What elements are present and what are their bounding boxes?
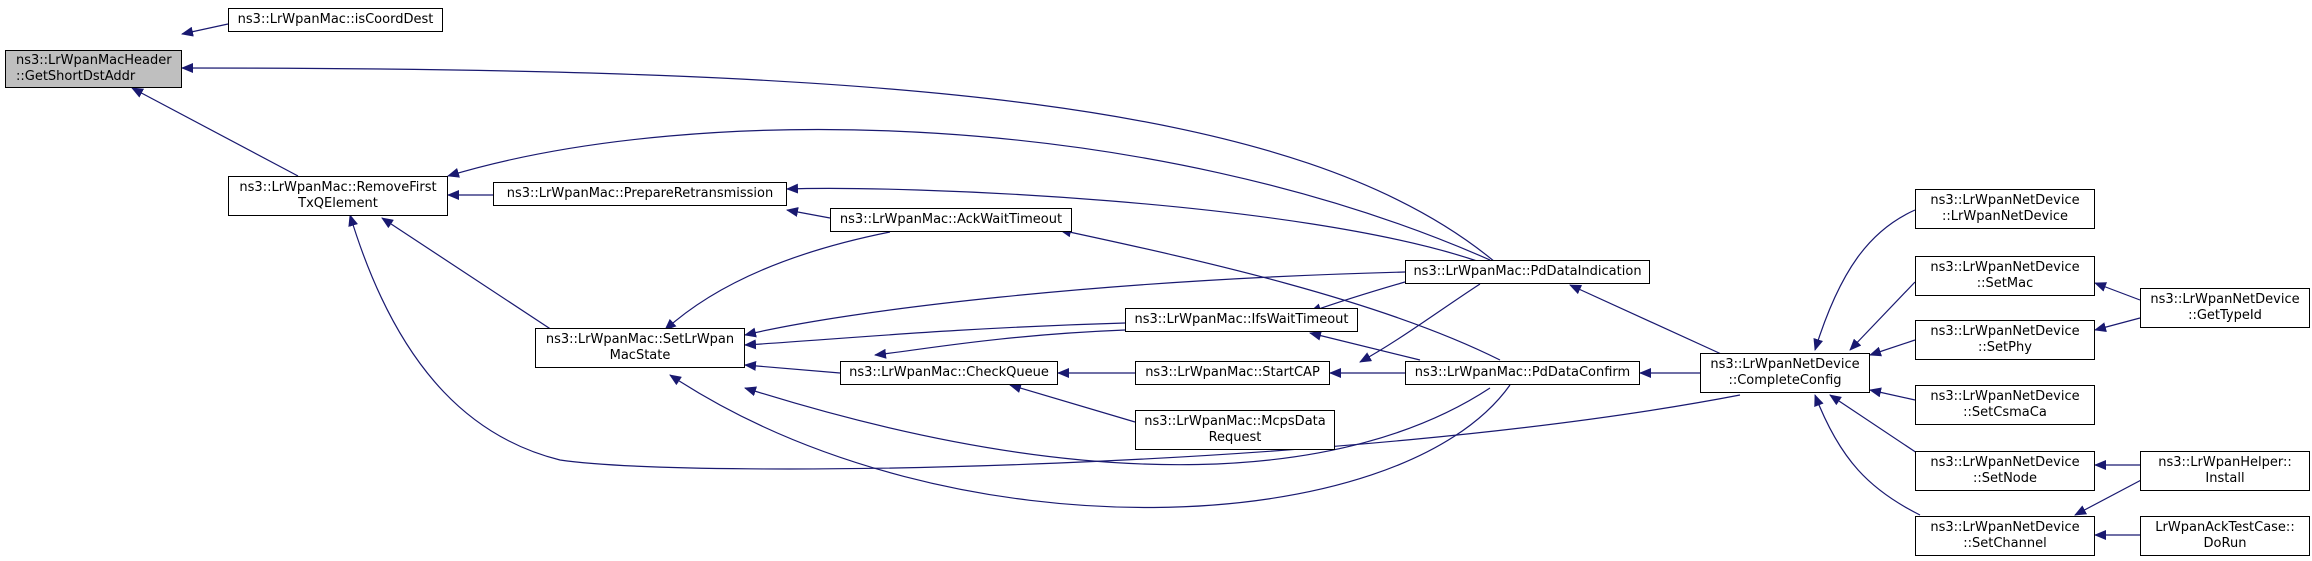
node-lrwpannetdevice[interactable]: ns3::LrWpanNetDevice ::LrWpanNetDevice [1915,189,2095,229]
edge-completeconfig-setstate [669,374,1511,509]
edge-pdconfirm-ackwait [1059,227,1501,361]
edge-setstate-removefirst [381,217,553,331]
node-checkqueue[interactable]: ns3::LrWpanMac::CheckQueue [840,361,1058,385]
node-completeconfig[interactable]: ns3::LrWpanNetDevice ::CompleteConfig [1700,353,1870,393]
edge-ifswait-checkqueue [874,329,1126,359]
edge-mcps-checkqueue [1009,383,1136,423]
node-removefirsttxqelement[interactable]: ns3::LrWpanMac::RemoveFirst TxQElement [228,176,448,216]
edge-pdindication-startcap [1359,283,1481,363]
edge-lrwpannetdevice-completeconfig [1813,209,1916,351]
node-getshortdstaddr: ns3::LrWpanMacHeader ::GetShortDstAddr [5,50,182,88]
edge-ackwait-prepare [786,207,831,219]
node-pddataconfirm[interactable]: ns3::LrWpanMac::PdDataConfirm [1405,361,1640,385]
node-ackwaittimeout[interactable]: ns3::LrWpanMac::AckWaitTimeout [830,208,1072,232]
edge-completeconfig-removefirst [348,214,1741,470]
node-setnode[interactable]: ns3::LrWpanNetDevice ::SetNode [1915,451,2095,491]
node-pddataindication[interactable]: ns3::LrWpanMac::PdDataIndication [1405,260,1650,284]
edge-completeconfig-pdindication [1569,284,1731,359]
node-iscoorddest[interactable]: ns3::LrWpanMac::isCoordDest [228,8,443,32]
node-dorun[interactable]: LrWpanAckTestCase:: DoRun [2140,516,2310,556]
node-ifswaittimeout[interactable]: ns3::LrWpanMac::IfsWaitTimeout [1125,308,1358,332]
edge-setcsmaca-completeconfig [1869,387,1916,401]
edge-pddataconfirm-setstate [744,386,1491,466]
node-setchannel[interactable]: ns3::LrWpanNetDevice ::SetChannel [1915,516,2095,556]
edge-ifswait-setstate [744,322,1126,350]
edge-setchannel-completeconfig [1814,394,1921,516]
edge-setmac-completeconfig [1849,281,1916,351]
edge-pddataindication-removefirst [447,128,1491,261]
edge-install-setchannel [2074,477,2146,516]
edge-removefirst-getshortdstaddr [131,87,299,177]
node-setcsmaca[interactable]: ns3::LrWpanNetDevice ::SetCsmaCa [1915,385,2095,425]
edge-pddataindication-getshortdstaddr [181,63,1496,263]
node-setmac[interactable]: ns3::LrWpanNetDevice ::SetMac [1915,256,2095,296]
node-mcpsdatarequest[interactable]: ns3::LrWpanMac::McpsData Request [1135,410,1335,450]
node-install[interactable]: ns3::LrWpanHelper:: Install [2140,451,2310,491]
node-setphy[interactable]: ns3::LrWpanNetDevice ::SetPhy [1915,320,2095,360]
edge-checkqueue-setstate [744,360,841,374]
node-startcap[interactable]: ns3::LrWpanMac::StartCAP [1135,361,1330,385]
node-prepareretransmission[interactable]: ns3::LrWpanMac::PrepareRetransmission [493,182,787,206]
edge-pddataindication-prepare [786,183,1481,263]
edge-pddataindication-setstate [744,271,1406,338]
edge-setnode-completeconfig [1829,394,1921,456]
edge-setphy-completeconfig [1869,339,1916,357]
edge-iscoorddest-getshortdstaddr [181,23,229,37]
node-setlrwpanmacstate[interactable]: ns3::LrWpanMac::SetLrWpan MacState [535,328,745,368]
edge-pdconfirm-ifswait [1309,330,1421,361]
edge-ackwait-setstate [664,231,891,331]
node-gettypeid[interactable]: ns3::LrWpanNetDevice ::GetTypeId [2140,288,2310,328]
edge-gettypeid-setmac [2094,282,2141,301]
edge-gettypeid-setphy [2094,317,2141,332]
